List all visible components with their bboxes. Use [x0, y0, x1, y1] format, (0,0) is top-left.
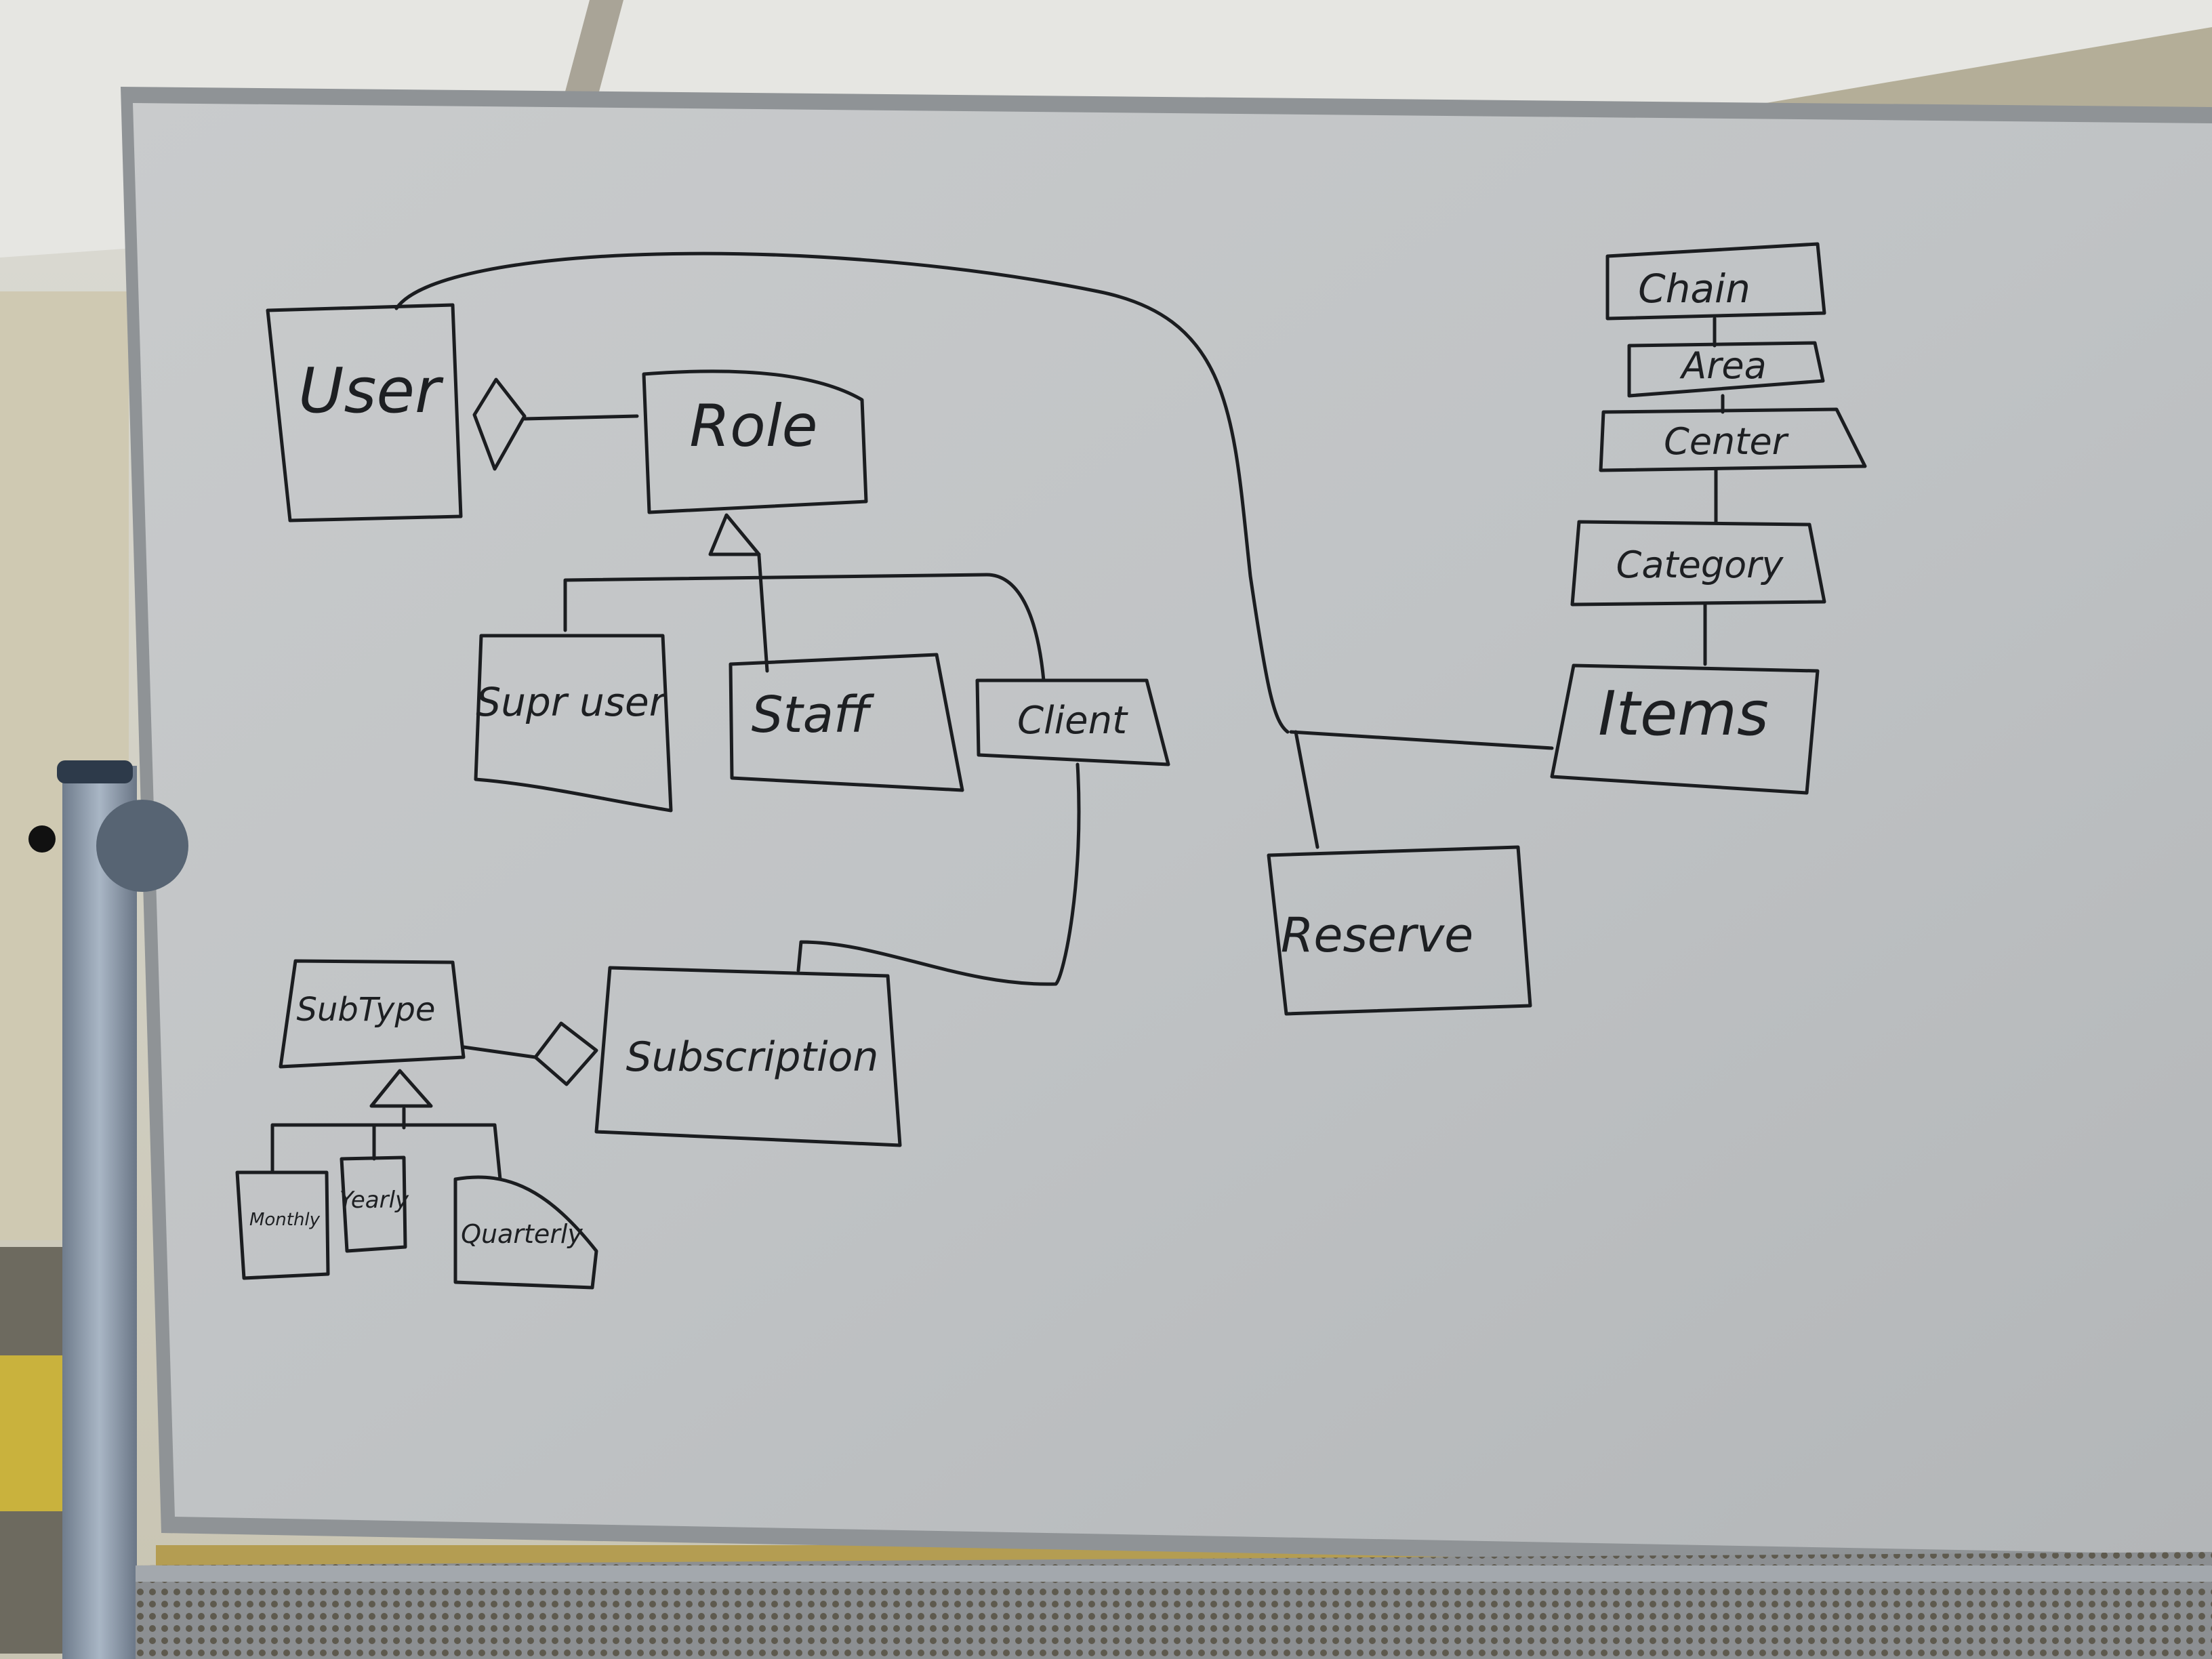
client-label: Client	[1017, 699, 1128, 743]
reserve-label: Reserve	[1281, 907, 1474, 963]
center-label: Center	[1664, 420, 1789, 463]
staff-label: Staff	[752, 686, 875, 744]
inheritance-triangle-role	[708, 513, 761, 556]
area-label: Area	[1679, 344, 1766, 387]
quarterly-box	[453, 1175, 598, 1290]
client-box	[975, 678, 1170, 766]
monthly-label: Monthly	[249, 1210, 321, 1230]
pole-cap	[57, 760, 133, 783]
reserve-box	[1267, 845, 1532, 1016]
client-subscription-line	[796, 762, 1081, 986]
subtype-subscription-line	[462, 1045, 537, 1059]
stand-tray-rail	[136, 1565, 2212, 1582]
subscription-label: Subscription	[626, 1033, 879, 1081]
subtype-label: SubType	[297, 991, 436, 1029]
items-box	[1550, 663, 1820, 795]
quarterly-label: Quarterly	[461, 1219, 583, 1249]
role-box	[642, 369, 868, 514]
area-box	[1627, 341, 1825, 398]
center-box	[1599, 407, 1867, 472]
subscription-diamond	[533, 1021, 598, 1086]
whiteboard-surface	[133, 103, 2212, 1555]
stand-pole	[62, 766, 137, 1659]
user-reserve-line	[394, 251, 1290, 734]
items-label: Items	[1598, 678, 1769, 750]
super-user-label: Supr user	[476, 679, 667, 725]
monthly-box	[235, 1170, 330, 1280]
user-box	[266, 303, 463, 523]
mount-bracket	[96, 800, 188, 892]
staff-box	[729, 653, 964, 792]
aggregation-diamond	[472, 377, 527, 471]
reserve-link-line	[1294, 730, 1319, 849]
mount-knob	[28, 825, 56, 853]
user-role-line	[523, 414, 639, 421]
user-label: User	[298, 354, 444, 427]
yearly-box	[340, 1155, 407, 1253]
subtype-box	[279, 959, 466, 1069]
role-label: Role	[689, 392, 817, 460]
category-label: Category	[1616, 544, 1784, 586]
subtype-children-line	[270, 1107, 502, 1181]
chain-box	[1605, 242, 1826, 321]
inheritance-triangle-subtype	[369, 1069, 433, 1108]
subscription-box	[594, 966, 902, 1147]
super-user-box	[474, 634, 673, 813]
category-box	[1570, 520, 1826, 607]
ceiling-beam	[562, 0, 623, 102]
reserve-items-line	[1289, 730, 1554, 750]
yearly-label: Yearly	[340, 1187, 409, 1214]
chain-label: Chain	[1638, 266, 1750, 312]
role-children-line	[563, 554, 1046, 682]
